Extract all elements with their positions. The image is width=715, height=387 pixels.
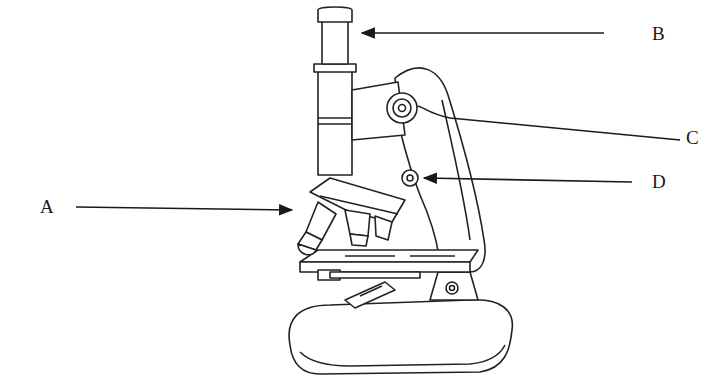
leader-line <box>76 207 292 210</box>
leader-line <box>362 32 604 34</box>
part-letter: B <box>652 24 665 43</box>
part-letter: C <box>686 128 699 147</box>
leader-line <box>418 106 680 140</box>
leader-line <box>424 178 632 182</box>
part-letter: A <box>40 197 54 216</box>
part-letter: D <box>652 172 666 191</box>
